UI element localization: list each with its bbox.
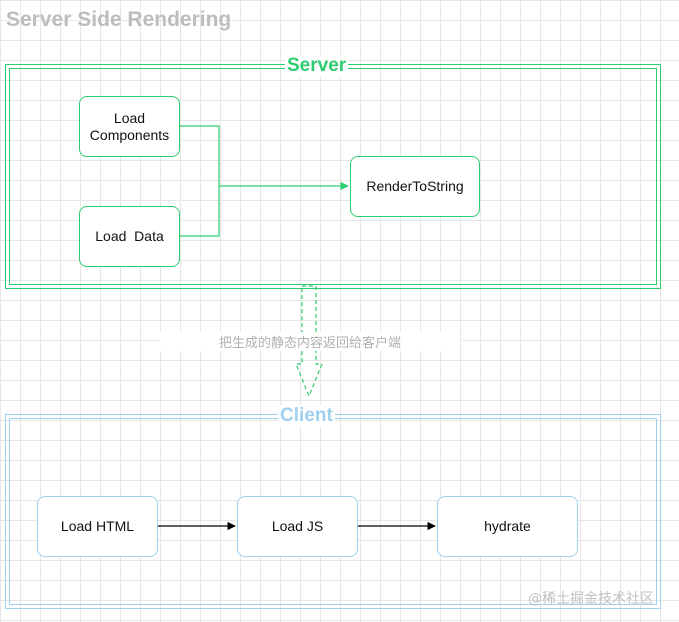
load-js-node: Load JS	[237, 496, 358, 557]
server-label: Server	[285, 55, 349, 77]
diagram-title: Server Side Rendering	[6, 8, 232, 31]
load-components-node: Load Components	[79, 96, 180, 157]
client-label: Client	[278, 405, 335, 427]
render-to-string-node: RenderToString	[350, 156, 480, 217]
transfer-label: 把生成的静态内容返回给客户端	[160, 332, 460, 351]
load-data-node: Load Data	[79, 206, 180, 267]
load-html-node: Load HTML	[37, 496, 158, 557]
load-components-connector	[180, 125, 220, 186]
load-data-connector	[180, 186, 220, 237]
hydrate-node: hydrate	[437, 496, 578, 557]
transfer-arrow	[295, 285, 323, 398]
watermark: @稀土掘金技术社区	[528, 591, 654, 607]
